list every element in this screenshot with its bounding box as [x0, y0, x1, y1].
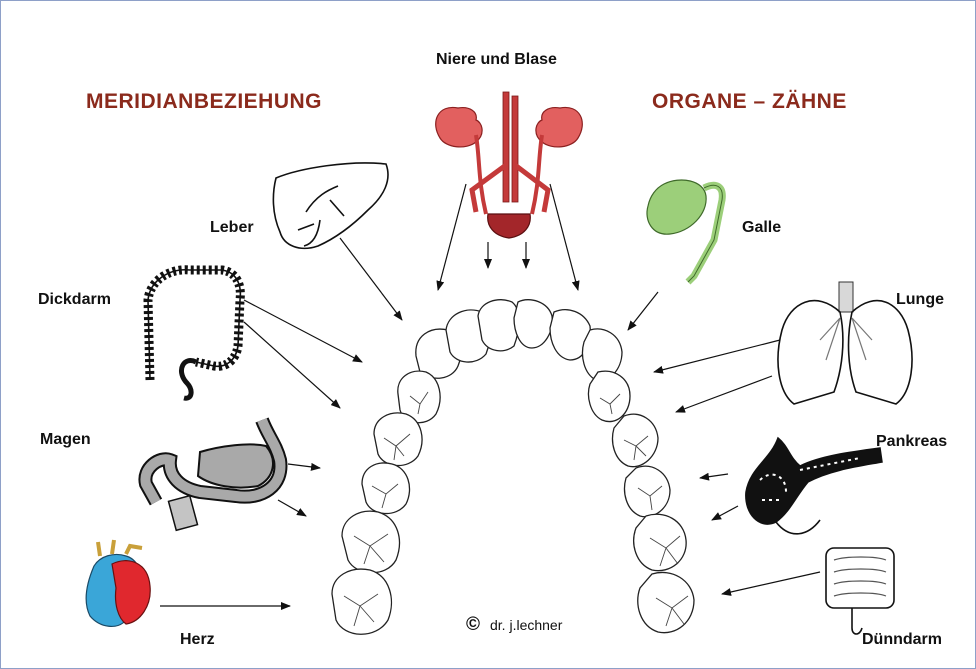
label-dickdarm: Dickdarm: [38, 291, 111, 308]
small-intestine-illustration: [826, 548, 894, 634]
premolar-right-1: [613, 414, 658, 466]
label-lunge: Lunge: [896, 291, 944, 308]
arrow-magen-1: [288, 464, 320, 468]
label-galle: Galle: [742, 219, 781, 236]
dental-arch: [332, 300, 694, 635]
heading-meridianbeziehung: MERIDIANBEZIEHUNG: [86, 90, 322, 113]
molar-right-2: [638, 572, 694, 632]
molar-left-2: [332, 569, 391, 634]
arrow-dickdarm-1: [244, 300, 362, 362]
liver-illustration: [273, 163, 388, 248]
gallbladder-illustration: [647, 180, 722, 282]
label-duenndarm: Dünndarm: [862, 631, 942, 648]
arrow-niere-right: [550, 184, 578, 290]
arrow-leber: [340, 238, 402, 320]
label-herz: Herz: [180, 631, 215, 648]
arrow-lunge-2: [676, 376, 772, 412]
label-leber: Leber: [210, 219, 254, 236]
label-pankreas: Pankreas: [876, 433, 947, 450]
arrow-dickdarm-2: [244, 322, 340, 408]
stomach-illustration: [145, 420, 280, 530]
credit-text: dr. j.lechner: [490, 617, 563, 633]
incisor-upper-center-left: [478, 300, 519, 351]
arrow-niere-left: [438, 184, 466, 290]
arrow-lunge-1: [654, 340, 780, 372]
pancreas-illustration: [746, 438, 882, 534]
molar-right-1: [634, 514, 686, 570]
incisor-upper-center-right: [514, 300, 552, 348]
heart-illustration: [86, 540, 150, 626]
arrow-galle: [628, 292, 658, 330]
heading-organe-zaehne: ORGANE – ZÄHNE: [652, 90, 847, 113]
premolar-left-2: [362, 463, 410, 514]
relation-arrows: [160, 184, 820, 606]
arrow-magen-2: [278, 500, 306, 516]
arrow-pankreas-1: [700, 474, 728, 478]
premolar-right-2: [625, 466, 670, 517]
label-magen: Magen: [40, 431, 91, 448]
label-niere-und-blase: Niere und Blase: [436, 51, 557, 68]
large-intestine-illustration: [148, 270, 240, 398]
premolar-left-1: [374, 413, 422, 466]
lungs-illustration: [778, 282, 912, 404]
arrow-pankreas-2: [712, 506, 738, 520]
copyright-symbol: ©: [466, 614, 480, 635]
molar-left-1: [342, 511, 399, 573]
arrow-duenndarm: [722, 572, 820, 594]
canine-right: [589, 371, 631, 421]
